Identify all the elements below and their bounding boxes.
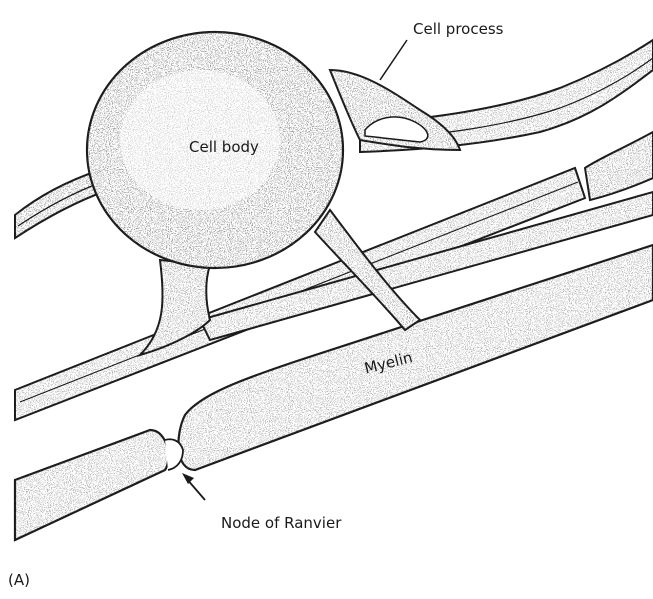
cell-process-pointer — [380, 40, 407, 80]
cell-body-label: Cell body — [189, 140, 259, 155]
node-of-ranvier-arrow — [182, 473, 205, 500]
cell-process-upper — [330, 70, 460, 150]
panel-label: (A) — [8, 573, 30, 588]
node-of-ranvier-label: Node of Ranvier — [221, 516, 341, 531]
cell-process-label: Cell process — [413, 22, 503, 37]
